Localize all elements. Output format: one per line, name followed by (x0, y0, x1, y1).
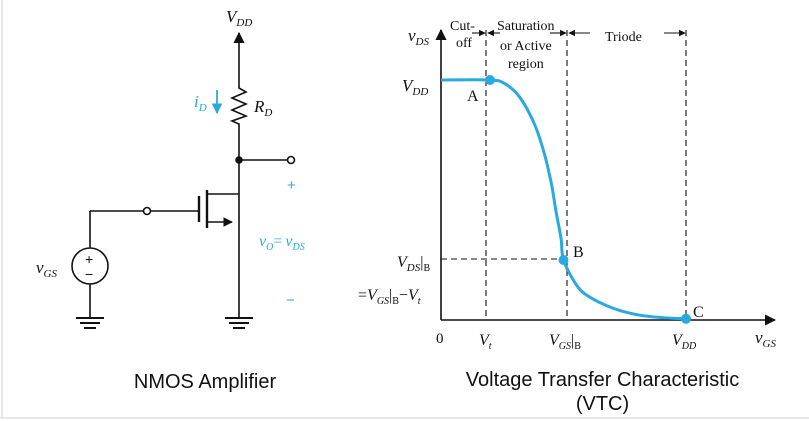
drain-resistor (229, 85, 249, 160)
x-tick-vgs-b: VGS|B (549, 332, 581, 352)
ground-symbol-right (225, 317, 253, 329)
x-axis-label: vGS (755, 328, 776, 350)
source-minus-sign: − (85, 266, 93, 282)
origin-label: 0 (436, 331, 444, 347)
point-c-label: C (693, 304, 704, 321)
y-tick-vdd: VDD (402, 76, 428, 98)
source-plus-sign: + (85, 251, 93, 267)
region-triode-label: Triode (605, 30, 642, 45)
vdd-label: VDD (226, 7, 252, 29)
output-plus-label: + (287, 177, 296, 194)
region-saturation-label-1: Saturation (497, 19, 555, 34)
region-cutoff-label-1: Cut- (450, 19, 475, 34)
point-b-label: B (573, 244, 584, 261)
gate-terminal (142, 206, 152, 216)
operating-point-c (681, 313, 691, 324)
ground-symbol-left (76, 317, 104, 329)
circuit-labels: VDD iD RD + − vO=vDS vGS + − (36, 7, 305, 309)
nmos-amplifier-caption: NMOS Amplifier (133, 371, 277, 393)
input-voltage-label: vGS (36, 258, 57, 280)
operating-point-a (485, 75, 495, 85)
output-terminal (286, 155, 296, 165)
nmos-circuit (71, 31, 296, 329)
vtc-caption-line2: (VTC) (575, 393, 630, 415)
vtc-curve (440, 78, 687, 321)
output-minus-label: − (286, 292, 295, 309)
rd-label: RD (253, 97, 272, 119)
y-tick-vds-b: VDS|B (397, 254, 430, 274)
y-axis-label: vDS (408, 26, 429, 48)
region-saturation-label-3: region (508, 57, 544, 72)
x-tick-vdd: VDD (672, 332, 697, 352)
vtc-chart (435, 28, 777, 326)
x-tick-vt: Vt (479, 332, 492, 352)
region-cutoff-label-2: off (456, 36, 472, 51)
chart-labels: vDS vGS 0 Cut- off Saturation or Active … (358, 19, 776, 352)
y-tick-vds-b-equation: =VGS|B−Vt (358, 287, 421, 307)
point-a-label: A (467, 88, 479, 105)
output-voltage-label: vO=vDS (259, 233, 305, 253)
drain-current-label: iD (194, 92, 207, 114)
operating-point-b (558, 255, 569, 265)
region-saturation-label-2: or Active (500, 39, 552, 54)
vtc-caption-line1: Voltage Transfer Characteristic (465, 369, 740, 391)
